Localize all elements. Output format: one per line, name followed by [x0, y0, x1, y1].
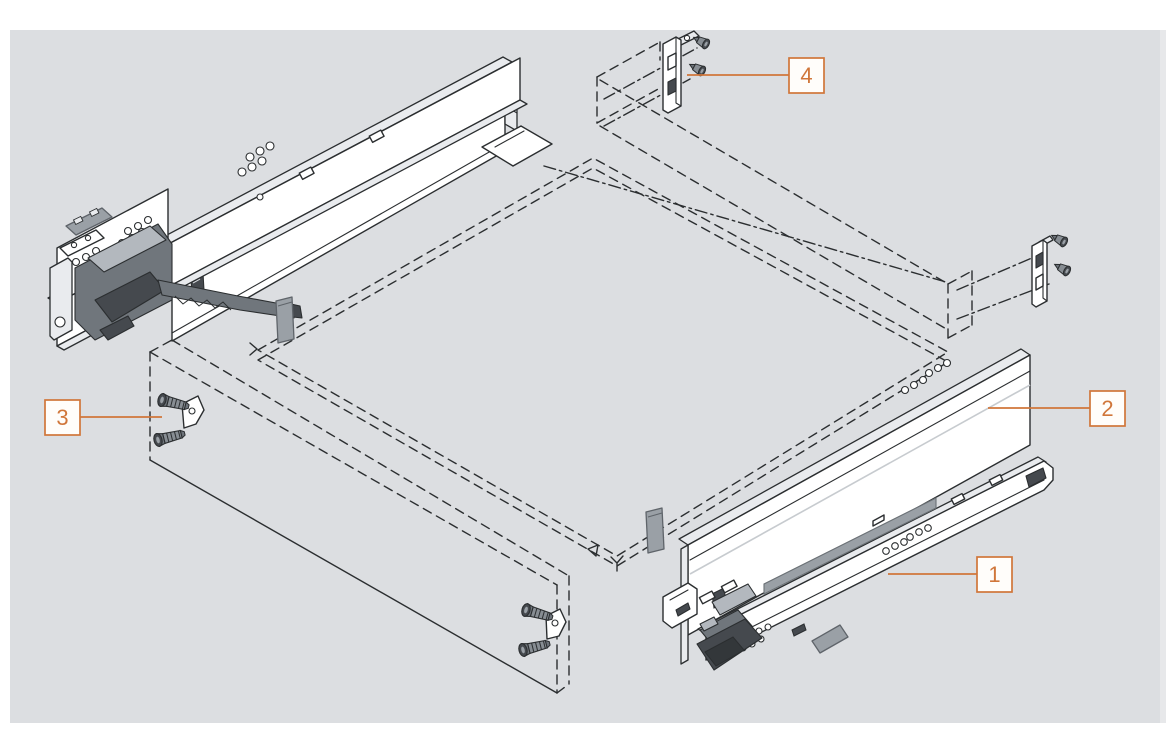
front-fixing-screws-right	[516, 602, 567, 658]
locking-device-right	[696, 583, 763, 671]
drawer-bottom-outline	[249, 157, 949, 572]
callout-3-label: 3	[56, 405, 68, 430]
callout-1-label: 1	[988, 562, 1000, 587]
callout-2-label: 2	[1101, 396, 1113, 421]
callout-4-label: 4	[800, 63, 812, 88]
callout-2[interactable]: 2	[988, 390, 1126, 427]
canvas-edge	[1160, 30, 1166, 723]
rear-bracket-left	[662, 30, 712, 114]
spacer-tab-middle	[645, 507, 665, 554]
mounting-plates-left	[59, 207, 113, 257]
cabinet-outline-dashed	[543, 41, 1050, 339]
rear-bracket-right	[1031, 230, 1073, 308]
front-panel-outline	[149, 339, 570, 694]
locking-device-left	[49, 223, 303, 341]
front-fixing-screws-left	[151, 392, 205, 448]
label-sticker	[811, 624, 849, 654]
callout-4[interactable]: 4	[687, 57, 825, 94]
spacer-tab-left	[275, 296, 295, 344]
cabinet-runner-right	[662, 456, 1054, 661]
callout-1[interactable]: 1	[888, 556, 1013, 593]
callout-3[interactable]: 3	[44, 399, 162, 436]
